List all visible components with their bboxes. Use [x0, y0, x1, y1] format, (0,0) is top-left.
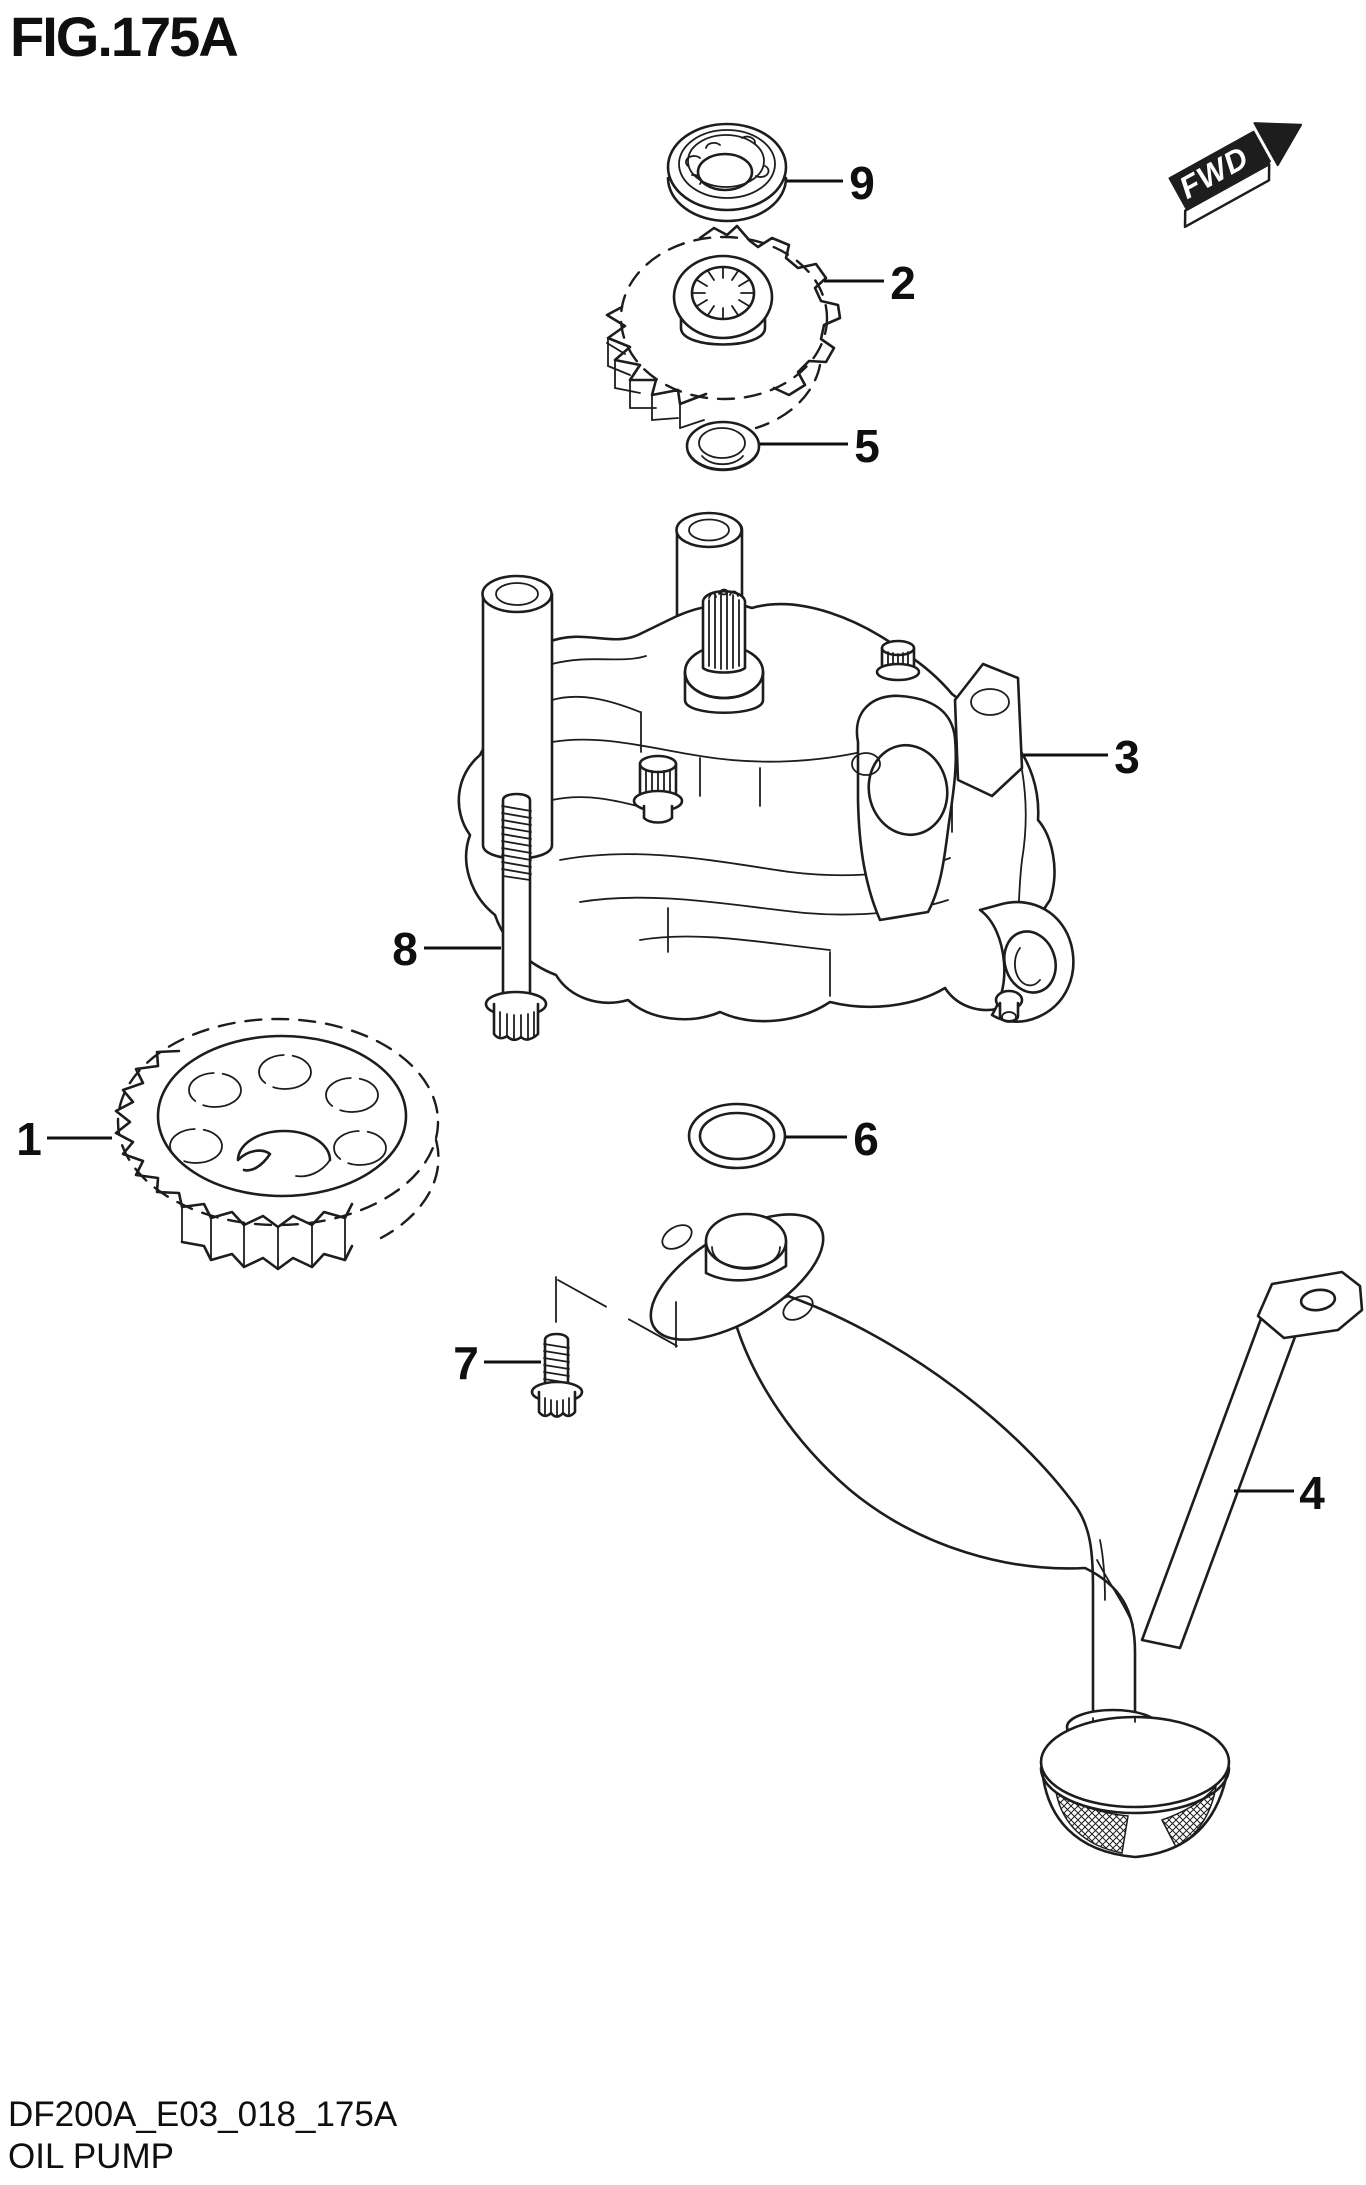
small-bolt-illustration [530, 1332, 584, 1418]
callout-9: 9 [787, 157, 875, 209]
bearing-illustration [666, 122, 788, 223]
callout-label-9: 9 [849, 157, 875, 209]
callout-label-1: 1 [16, 1113, 42, 1165]
oil-pickup-illustration [649, 1212, 1364, 1859]
drive-gear-illustration [605, 224, 842, 430]
callout-4: 4 [1234, 1467, 1325, 1519]
callout-6: 6 [786, 1113, 879, 1165]
callout-label-7: 7 [453, 1337, 479, 1389]
driven-gear-illustration [114, 1017, 440, 1271]
figure-title: FIG.175A [10, 5, 239, 68]
callout-7: 7 [453, 1337, 541, 1389]
fwd-arrow-icon: FWD [1168, 122, 1303, 229]
oil-pump-body-illustration [457, 511, 1075, 1023]
long-bolt-illustration [484, 792, 548, 1042]
callout-5: 5 [760, 420, 880, 472]
drawing-code: DF200A_E03_018_175A [8, 2095, 398, 2134]
callout-label-3: 3 [1114, 731, 1140, 783]
bolt-locator-line [555, 1276, 678, 1348]
callout-label-2: 2 [890, 257, 916, 309]
callout-label-8: 8 [392, 923, 418, 975]
callout-label-6: 6 [853, 1113, 879, 1165]
callout-1: 1 [16, 1113, 112, 1165]
callout-label-4: 4 [1299, 1467, 1325, 1519]
footer: DF200A_E03_018_175A OIL PUMP [8, 2094, 397, 2178]
callout-3: 3 [1024, 731, 1140, 783]
callout-2: 2 [824, 257, 916, 309]
o-ring-illustration [687, 1102, 787, 1170]
callout-8: 8 [392, 923, 501, 975]
washer-illustration [685, 420, 761, 472]
callout-label-5: 5 [854, 420, 880, 472]
figure-caption: OIL PUMP [8, 2137, 174, 2176]
